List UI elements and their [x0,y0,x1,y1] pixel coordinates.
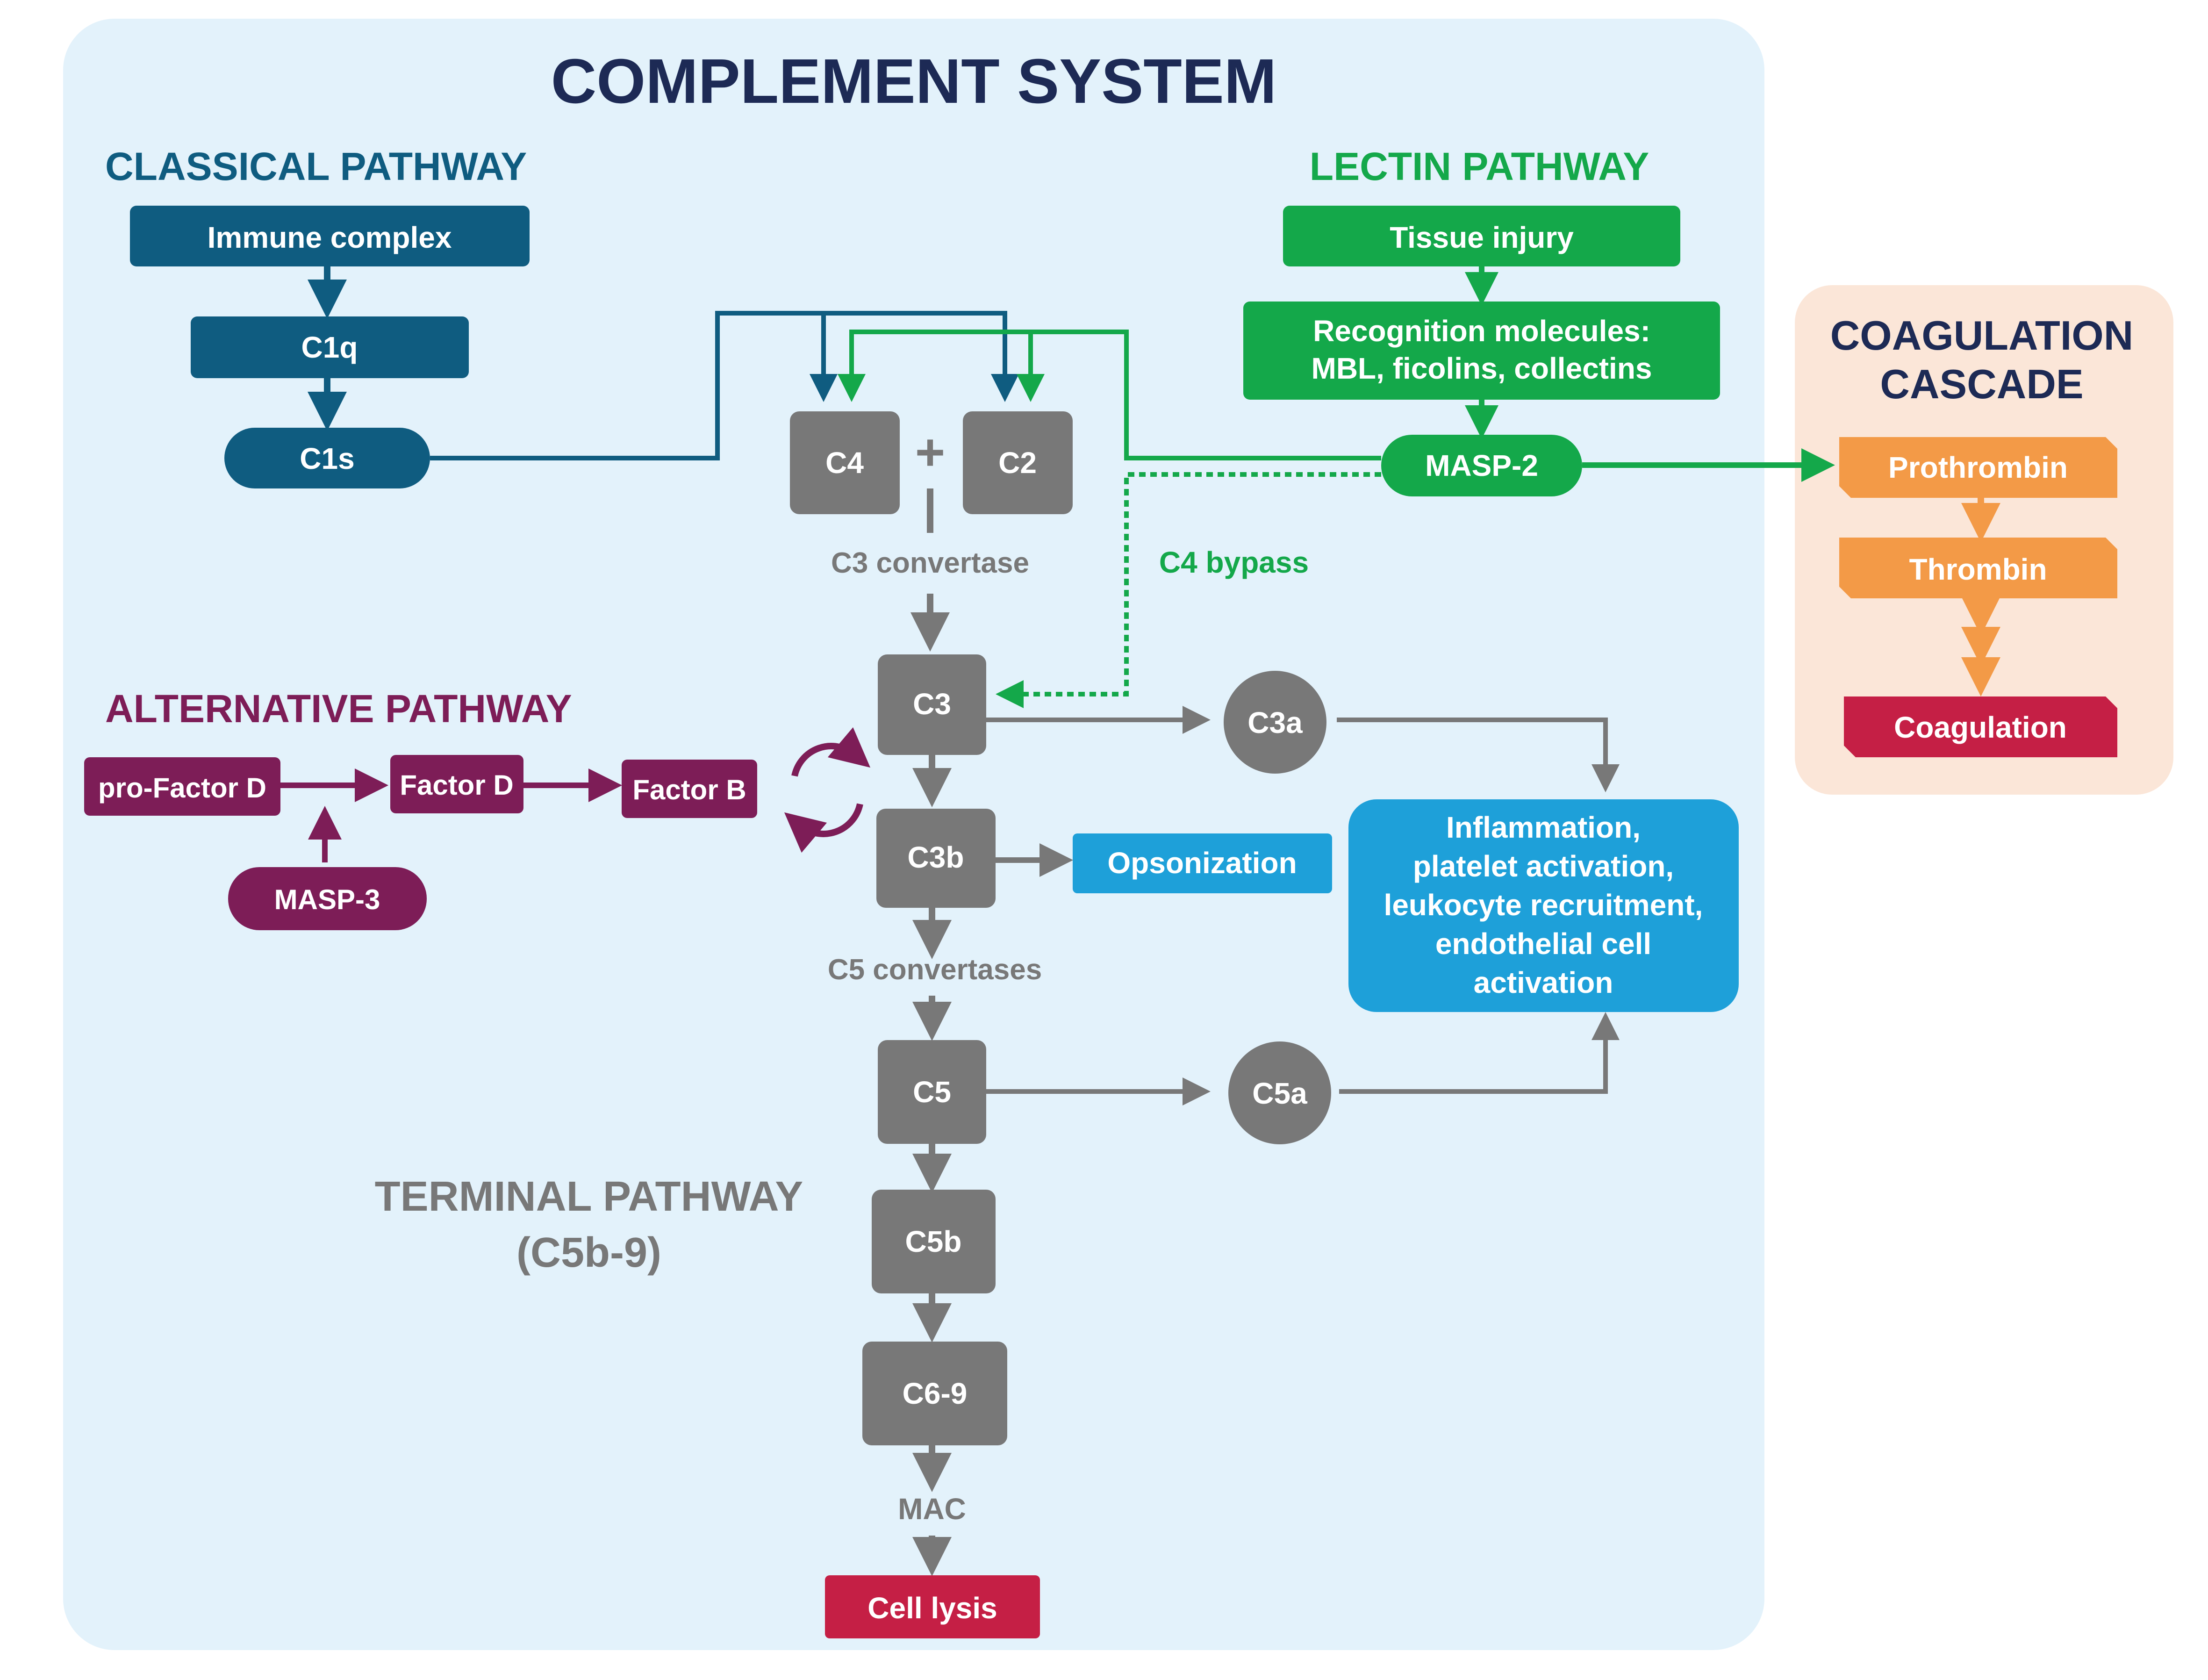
terminal-heading-line1: TERMINAL PATHWAY [375,1173,803,1220]
masp2-box [1381,435,1582,496]
factor-b-label: Factor B [632,774,746,805]
immune-complex-label: Immune complex [208,221,452,254]
opsonization-label: Opsonization [1107,846,1297,880]
effects-box [1348,799,1739,1012]
effects-line3: leukocyte recruitment, [1384,888,1703,922]
pro-factor-d-label: pro-Factor D [98,772,266,804]
c5-box [878,1040,986,1144]
c1q-label: C1q [301,330,358,364]
alternative-heading: ALTERNATIVE PATHWAY [105,687,572,731]
factor-d-box [390,755,523,813]
c1s-label: C1s [300,442,354,475]
effects-line4: endothelial cell [1435,927,1651,961]
c4-bypass-label: C4 bypass [1159,546,1309,579]
c3a-circle [1224,671,1326,774]
immune-complex-box [130,206,530,266]
c2-box [963,411,1073,514]
c1q-box [191,316,469,378]
recognition-label-line2: MBL, ficolins, collectins [1312,352,1652,385]
coagulation-heading-line1: COAGULATION [1830,312,2134,359]
c3-box [878,654,986,755]
cell-lysis-box [825,1575,1040,1638]
prothrombin-box [1839,437,2117,498]
arrow-c5a-effects [1339,1012,1620,1094]
c5a-circle [1228,1041,1331,1144]
circular-arrows-icon [784,727,871,853]
c3-label: C3 [913,687,951,721]
c5b-label: C5b [905,1225,962,1258]
coagulation-label: Coagulation [1894,711,2067,744]
c5b-box [872,1190,996,1293]
diagram-title: COMPLEMENT SYSTEM [551,46,1277,116]
prothrombin-label: Prothrombin [1888,451,2068,484]
recognition-label-line1: Recognition molecules: [1313,314,1650,348]
classical-heading: CLASSICAL PATHWAY [105,144,527,188]
terminal-heading-line2: (C5b-9) [516,1229,661,1276]
effects-line1: Inflammation, [1446,811,1641,844]
masp3-box [228,867,427,930]
mac-label: MAC [898,1492,966,1526]
c69-box [862,1342,1007,1445]
c4-box [790,411,900,514]
effects-line2: platelet activation, [1413,849,1674,883]
recognition-box [1243,302,1720,400]
c3-convertase-label: C3 convertase [831,547,1029,579]
connector-c1s-split [430,311,1019,460]
arrow-c3a-effects [1337,718,1620,792]
thrombin-label: Thrombin [1909,553,2047,586]
thrombin-box [1839,538,2117,598]
c1s-box [224,428,430,488]
opsonization-box [1073,833,1332,893]
connector-masp2-split [838,330,1381,460]
pro-factor-d-box [84,757,280,816]
factor-d-label: Factor D [400,769,513,801]
c69-label: C6-9 [903,1377,968,1410]
c4-bypass-connector [996,472,1381,708]
tissue-injury-label: Tissue injury [1390,221,1574,254]
c5-label: C5 [913,1075,951,1109]
c3a-label: C3a [1247,706,1303,739]
coagulation-heading-line2: CASCADE [1880,361,2083,407]
c4-label: C4 [825,446,864,480]
masp2-label: MASP-2 [1425,449,1538,482]
cell-lysis-label: Cell lysis [867,1591,997,1625]
effects-line5: activation [1474,966,1613,999]
factor-b-box [622,760,757,818]
c3b-label: C3b [908,840,964,874]
masp3-label: MASP-3 [274,884,380,915]
c5a-label: C5a [1252,1077,1307,1110]
coagulation-box [1844,696,2117,757]
lectin-heading: LECTIN PATHWAY [1310,144,1649,188]
c3b-box [876,809,996,908]
tissue-injury-box [1283,206,1680,266]
plus-sign: + [915,424,945,481]
c2-label: C2 [998,446,1037,480]
c5-convertases-label: C5 convertases [828,954,1042,986]
